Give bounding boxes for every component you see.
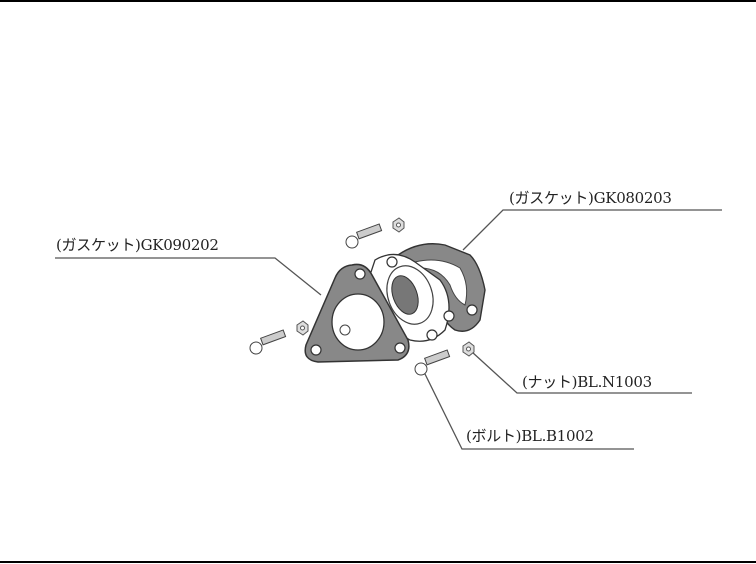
leader-line-bolt	[424, 373, 634, 450]
callout-label-gasket-front: (ガスケット)GK090202	[56, 236, 219, 254]
callout-label-bolt: (ボルト)BL.B1002	[466, 427, 594, 445]
leader-line-gasket-upper	[462, 209, 722, 251]
top-border-rule	[0, 0, 756, 2]
bolt-icon-left	[249, 329, 287, 355]
nut-icon-left	[296, 320, 309, 336]
bolt-icon-upper	[345, 223, 383, 249]
leader-line-nut	[471, 351, 692, 394]
callout-label-nut: (ナット)BL.N1003	[522, 373, 652, 391]
bolt-icon-lower	[414, 349, 451, 376]
leader-line-gasket-front	[55, 257, 322, 296]
bottom-border-rule	[0, 561, 756, 563]
nut-icon-lower	[462, 341, 475, 357]
front-gasket-icon	[304, 263, 410, 363]
callout-label-gasket-upper: (ガスケット)GK080203	[509, 189, 672, 207]
nut-icon-upper	[392, 217, 405, 233]
